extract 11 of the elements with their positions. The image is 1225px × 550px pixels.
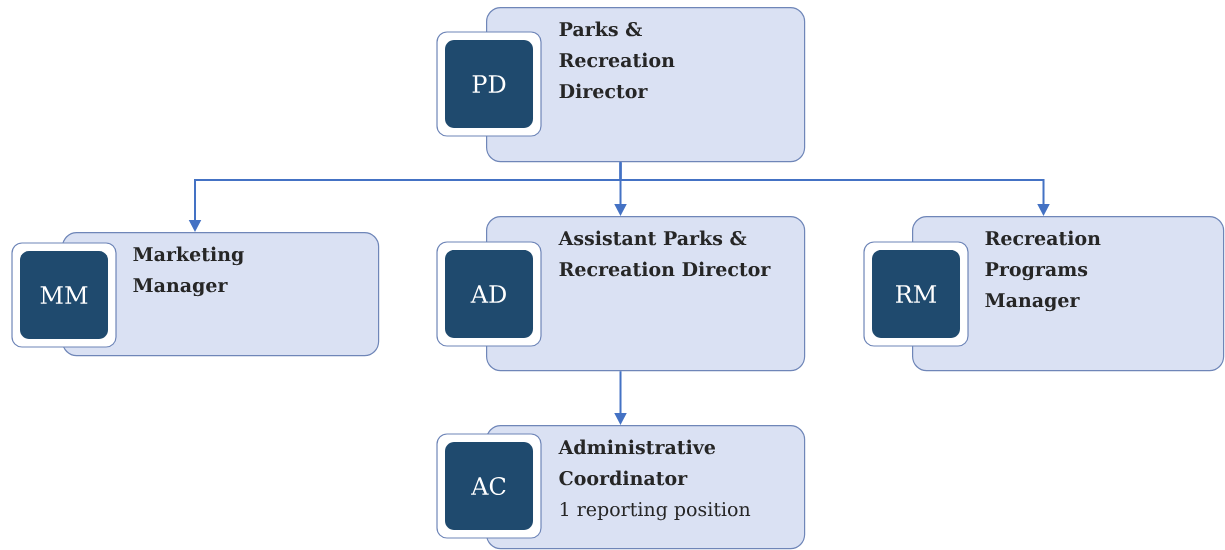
role-title: Parks & Recreation Director xyxy=(559,21,675,99)
initials-badge: AD xyxy=(436,241,542,347)
role-title: Recreation Programs Manager xyxy=(985,230,1101,312)
role-note: 1 reporting position xyxy=(560,501,751,521)
initials-badge: AC xyxy=(436,433,542,539)
initials-badge: MM xyxy=(11,242,117,348)
initials-badge: PD xyxy=(436,31,542,137)
initials-badge: RM xyxy=(863,241,969,347)
role-title: Marketing Manager xyxy=(133,246,244,297)
role-title: Assistant Parks & Recreation Director xyxy=(558,230,771,277)
role-title: Administrative Coordinator xyxy=(558,439,716,486)
